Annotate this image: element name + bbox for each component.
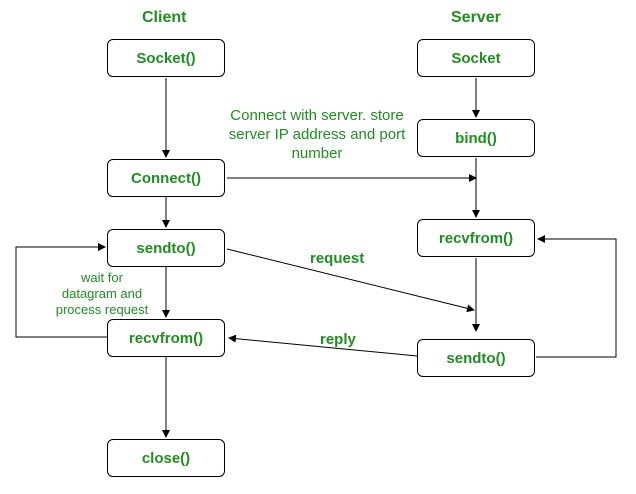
server-sendto-box: sendto() (417, 339, 535, 377)
connect-note-line-1: Connect with server. store (230, 107, 404, 124)
wait-note-line-3: process request (55, 302, 149, 317)
connect-note-line-2: server IP address and port (228, 126, 406, 143)
edge-client-loop-back (15, 243, 107, 338)
wait-note-line-2: datagram and (61, 286, 143, 301)
client-close-box: close() (107, 439, 225, 477)
client-connect-box: Connect() (107, 159, 225, 197)
edge-request (226, 248, 475, 313)
client-socket-box: Socket() (107, 39, 225, 77)
client-header: Client (142, 9, 187, 26)
server-recvfrom-box: recvfrom() (417, 219, 535, 257)
connect-note-line-3: number (291, 145, 343, 162)
client-recvfrom-box: recvfrom() (107, 319, 225, 357)
client-sendto-box: sendto() (107, 229, 225, 267)
connect-note: Connect with server. store server IP add… (214, 106, 420, 163)
wait-note: wait for datagram and process request (48, 270, 156, 318)
server-header: Server (451, 9, 501, 26)
request-label: request (310, 250, 365, 267)
reply-label: reply (320, 331, 356, 348)
server-socket-box: Socket (417, 39, 535, 77)
edge-reply (228, 334, 418, 357)
edge-server-loop-back (536, 235, 617, 358)
wait-note-line-1: wait for (81, 270, 123, 285)
server-bind-box: bind() (417, 119, 535, 157)
